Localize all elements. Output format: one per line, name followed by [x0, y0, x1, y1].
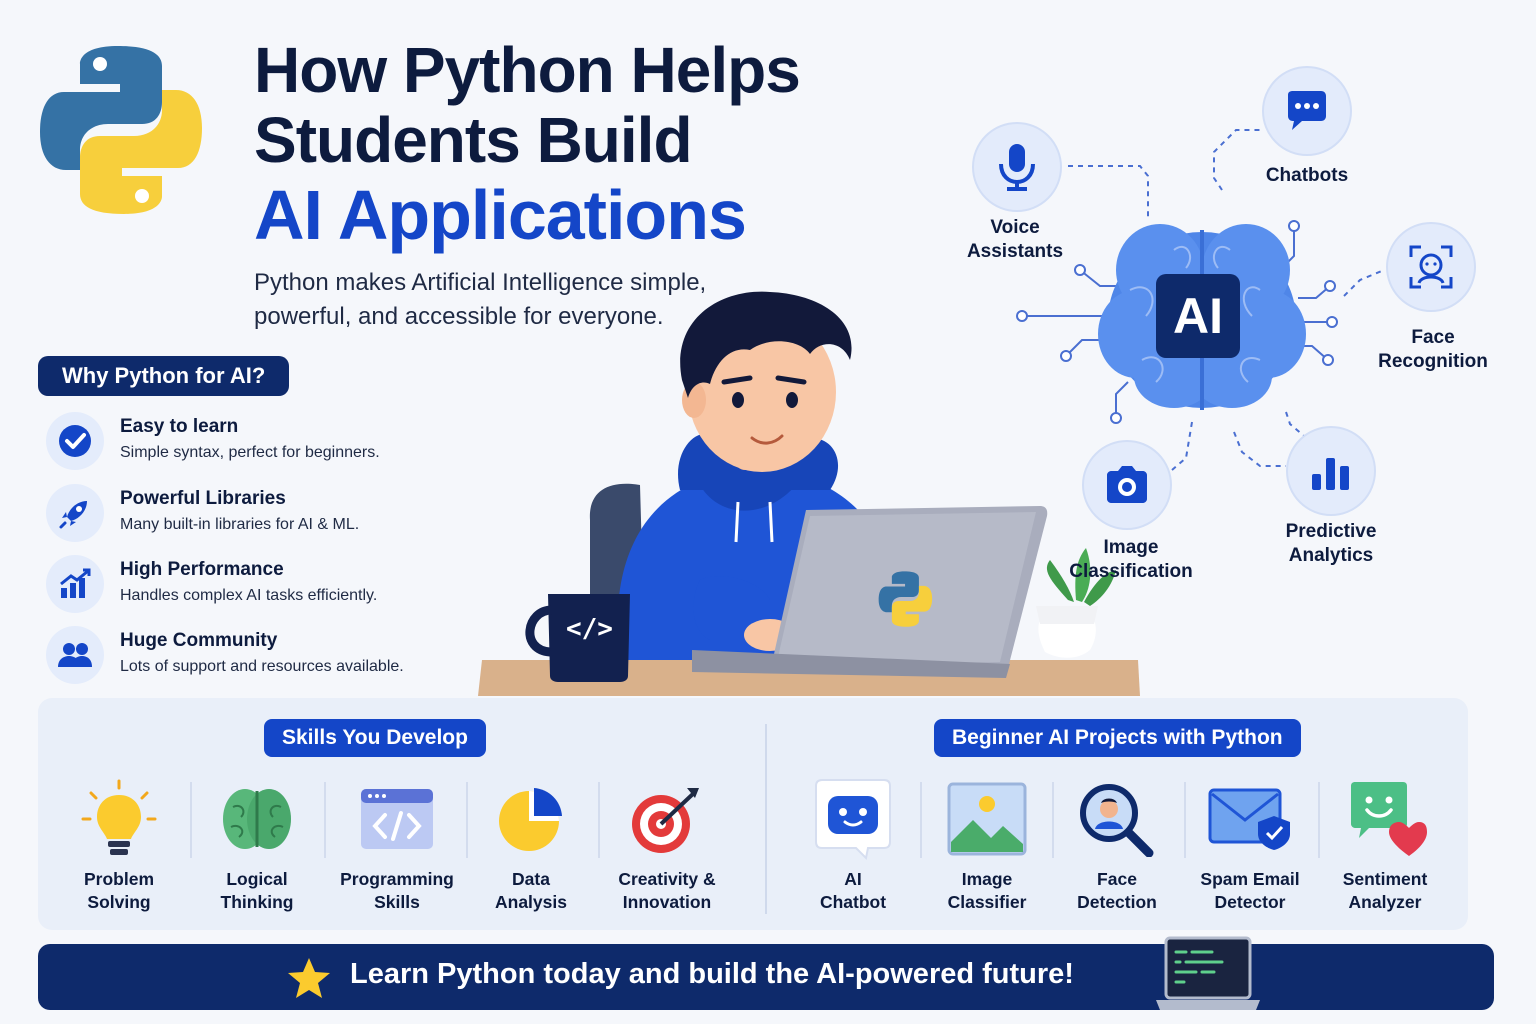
why-python-heading: Why Python for AI? — [38, 356, 290, 396]
microphone-icon — [972, 122, 1062, 212]
title-line-3: AI Applications — [254, 176, 747, 254]
benefit-description: Many built-in libraries for AI & ML. — [120, 516, 360, 533]
separator — [466, 782, 468, 858]
separator — [1052, 782, 1054, 858]
title-line-1: How Python Helps — [254, 34, 801, 106]
node-label-predictive-analytics: Predictive Analytics — [1285, 521, 1377, 566]
benefit-title: High Performance — [120, 559, 284, 580]
benefit-description: Simple syntax, perfect for beginners. — [120, 444, 380, 461]
section-divider — [765, 724, 767, 914]
robot-chat-icon — [788, 776, 918, 862]
face-scan-icon — [1386, 222, 1476, 312]
lightbulb-icon — [54, 776, 184, 862]
benefit-high-performance: High Performance Handles complex AI task… — [46, 555, 446, 615]
shield-email-icon — [1185, 776, 1315, 862]
node-label-voice-assistants: Voice Assistants — [966, 217, 1064, 262]
target-icon — [602, 776, 732, 862]
title-line-2: Students Build — [254, 104, 693, 176]
node-label-chatbots: Chatbots — [1265, 165, 1349, 186]
skills-heading: Skills You Develop — [264, 719, 486, 757]
smiley-heart-icon — [1320, 776, 1450, 862]
mug-code-symbol: </> — [566, 614, 613, 644]
people-icon — [46, 626, 104, 684]
subtitle: Python makes Artificial Intelligence sim… — [254, 269, 707, 330]
separator — [1318, 782, 1320, 858]
check-icon — [46, 412, 104, 470]
face-magnifier-icon — [1052, 776, 1182, 862]
benefit-title: Easy to learn — [120, 416, 239, 437]
python-logo-icon — [40, 46, 202, 214]
chat-bubble-icon — [1262, 66, 1352, 156]
benefit-huge-community: Huge Community Lots of support and resou… — [46, 626, 446, 686]
skill-label: Creativity &Innovation — [618, 869, 716, 912]
cta-text: Learn Python today and build the AI-powe… — [350, 958, 1074, 990]
student-laptop-illustration — [478, 291, 1140, 696]
benefit-description: Handles complex AI tasks efficiently. — [120, 587, 378, 604]
ai-center-chip: AI — [1156, 274, 1240, 358]
separator — [598, 782, 600, 858]
rocket-icon — [46, 484, 104, 542]
separator — [920, 782, 922, 858]
projects-heading: Beginner AI Projects with Python — [934, 719, 1301, 757]
bar-chart-icon — [1286, 426, 1376, 516]
camera-icon — [1082, 440, 1172, 530]
benefit-easy-to-learn: Easy to learn Simple syntax, perfect for… — [46, 412, 446, 472]
ai-diagram: AI Voice Assistants Chatbots Face Recogn… — [960, 60, 1520, 600]
benefit-powerful-libraries: Powerful Libraries Many built-in librari… — [46, 484, 446, 544]
laptop-terminal-icon — [1156, 936, 1260, 1010]
pie-chart-icon — [466, 776, 596, 862]
star-icon — [288, 958, 330, 998]
image-icon — [922, 776, 1052, 862]
benefit-title: Huge Community — [120, 630, 278, 651]
node-label-face-recognition: Face Recognition — [1378, 327, 1488, 372]
skill-creativity-innovation: Creativity &Innovation — [602, 776, 732, 916]
benefit-title: Powerful Libraries — [120, 488, 286, 509]
separator — [1184, 782, 1186, 858]
node-label-image-classification: Image Classification — [1069, 537, 1193, 582]
brain-icon — [192, 776, 322, 862]
growth-chart-icon — [46, 555, 104, 613]
separator — [190, 782, 192, 858]
benefit-description: Lots of support and resources available. — [120, 658, 404, 675]
code-window-icon — [332, 776, 462, 862]
separator — [324, 782, 326, 858]
